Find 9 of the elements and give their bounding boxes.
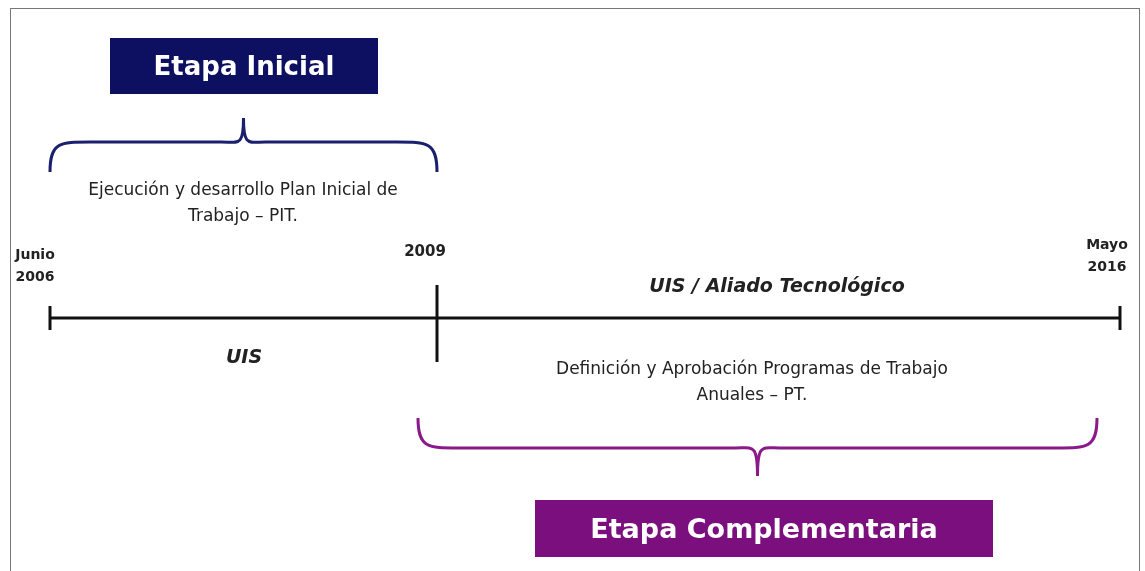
date-label: Mayo 2016 [1085,235,1129,276]
stage-box: Etapa Complementaria [535,500,993,557]
responsible-label: UIS [224,344,264,369]
stage-description: Ejecución y desarrollo Plan Inicial de Trabajo – PIT. [87,178,399,228]
responsible-label: UIS / Aliado Tecnológico [648,273,906,298]
stage-box: Etapa Inicial [110,38,378,94]
date-label: Junio 2006 [13,245,56,286]
date-label: 2009 [403,241,447,262]
stage-description: Definición y Aprobación Programas de Trabajo Anuales – PT. [555,357,949,407]
